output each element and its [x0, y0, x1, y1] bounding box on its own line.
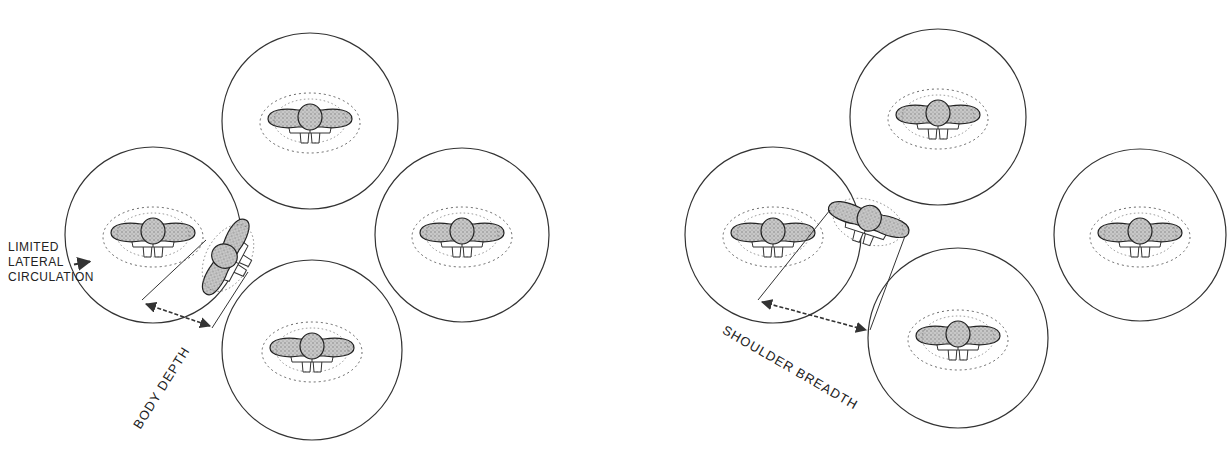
human-figure [270, 328, 354, 372]
body-ellipse [222, 260, 402, 440]
human-figure [111, 213, 195, 257]
note-label: LIMITED LATERAL CIRCULATION [8, 240, 100, 285]
extension-line [870, 236, 905, 330]
human-figure [268, 99, 352, 143]
extension-line [212, 272, 248, 328]
human-figure [916, 316, 1000, 360]
dotted-zone [1090, 207, 1190, 267]
dotted-zones [103, 89, 1190, 382]
human-figure [189, 211, 267, 306]
human-figure [821, 188, 914, 256]
body-ellipse [65, 147, 241, 323]
extension-line [142, 240, 206, 300]
body-ellipse [850, 29, 1026, 205]
dotted-zone [103, 207, 203, 267]
body-ellipse [375, 148, 549, 322]
dotted-zone [412, 207, 512, 267]
dimension-line [762, 302, 866, 330]
body-ellipse [685, 147, 861, 323]
dimension-label: BODY DEPTH [130, 344, 194, 433]
pointer-arrow [74, 262, 90, 265]
body-ellipse [222, 33, 398, 209]
human-figure [731, 213, 815, 257]
dotted-zone [262, 322, 362, 382]
dimension-label: SHOULDER BREADTH [719, 322, 860, 413]
dotted-zone [888, 89, 988, 149]
human-figure [420, 213, 504, 257]
dimension-line [146, 304, 210, 326]
body-ellipses [65, 29, 1226, 440]
human-figure [1098, 213, 1182, 257]
dotted-zone [260, 93, 360, 153]
extension-line [758, 210, 830, 300]
body-ellipse [868, 248, 1048, 428]
dotted-zone [908, 310, 1008, 370]
human-figure [896, 95, 980, 139]
body-ellipse [1054, 149, 1226, 321]
